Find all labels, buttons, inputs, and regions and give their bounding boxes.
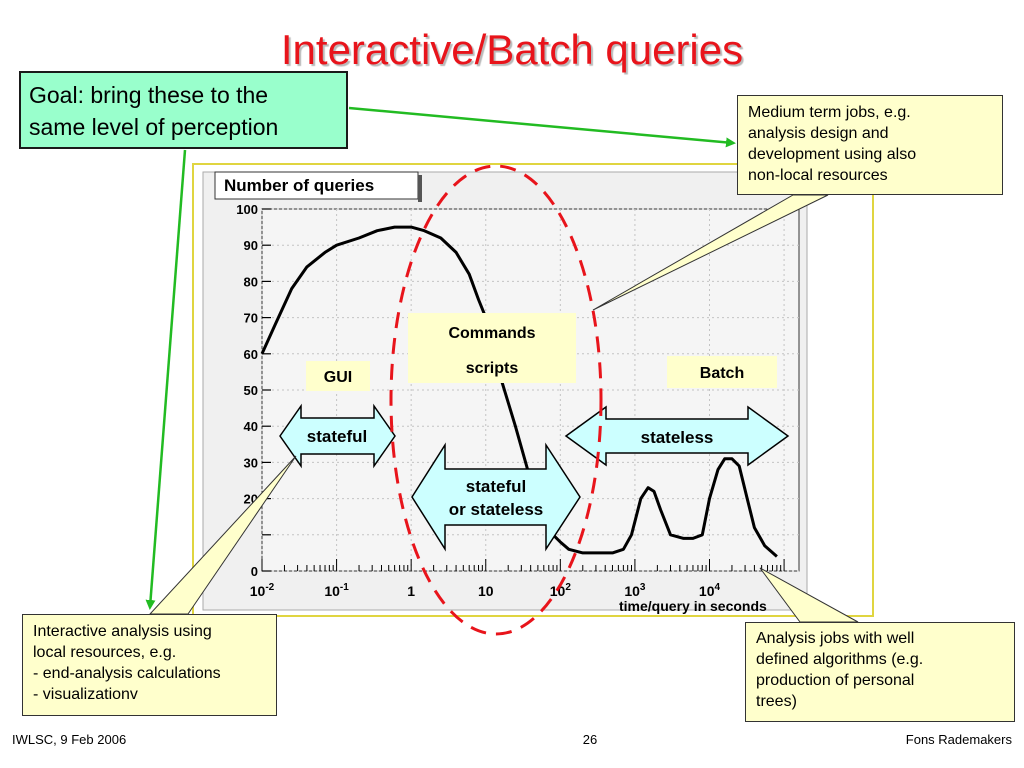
x-axis: 10-210-11101021031045: [250, 559, 787, 599]
chart-title-shadow: [418, 175, 422, 202]
y-tick-label: 70: [244, 311, 258, 326]
commands-label: Commands: [448, 325, 535, 342]
gui-label: GUI: [324, 369, 352, 386]
y-tick-label: 80: [244, 274, 258, 289]
x-tick-label: 10: [478, 583, 494, 599]
interactive-note-line-4: - visualizationv: [33, 686, 138, 703]
analysis-note-line-3: production of personal: [756, 672, 915, 689]
medium-note-line-1: Medium term jobs, e.g.: [748, 104, 911, 121]
x-tick-label: 10-2: [250, 582, 275, 599]
commands-region-ellipse: [389, 164, 603, 636]
stateful-or-stateless-line1: stateful: [466, 477, 526, 496]
analysis-note-line-1: Analysis jobs with well: [756, 630, 915, 647]
y-tick-label: 40: [244, 419, 258, 434]
medium-term-note: Medium term jobs, e.g. analysis design a…: [737, 95, 1003, 195]
y-tick-label: 100: [236, 202, 258, 217]
medium-note-line-2: analysis design and: [748, 125, 889, 142]
slide-title: Interactive/Batch queries: [280, 26, 744, 73]
footer-event: IWLSC, 9 Feb 2006: [12, 732, 127, 747]
x-tick-label: 103: [624, 582, 646, 599]
x-axis-label: time/query in seconds: [619, 598, 767, 614]
interactive-note-line-1: Interactive analysis using: [33, 623, 212, 640]
footer-author: Fons Rademakers: [905, 732, 1012, 747]
goal-line-2: same level of perception: [29, 114, 279, 140]
medium-note-pointer: [592, 194, 829, 311]
stateful-or-stateless-line2: or stateless: [449, 500, 544, 519]
stateful-arrow: [279, 403, 396, 469]
y-tick-label: 30: [244, 455, 258, 470]
medium-note-line-3: development using also: [748, 146, 917, 163]
footer-page-number: 26: [582, 732, 598, 747]
queries-curve: [260, 225, 778, 558]
interactive-note-line-2: local resources, e.g.: [33, 644, 177, 661]
goal-pointer-right: [348, 106, 736, 148]
interactive-analysis-note: Interactive analysis using local resourc…: [22, 614, 277, 716]
gui-label-box: [306, 361, 370, 391]
batch-label: Batch: [700, 365, 744, 382]
interactive-note-line-3: - end-analysis calculations: [33, 665, 221, 682]
stateless-arrow: [564, 405, 790, 467]
goal-pointer-down: [145, 149, 187, 610]
batch-label-box: [667, 356, 777, 388]
stateful-or-stateless-arrow: [411, 442, 581, 552]
x-tick-label: 10-1: [324, 582, 349, 599]
stateless-label: stateless: [641, 428, 714, 447]
analysis-note-line-4: trees): [756, 693, 797, 710]
goal-line-1: Goal: bring these to the: [29, 82, 269, 108]
analysis-jobs-note: Analysis jobs with well defined algorith…: [745, 622, 1015, 722]
scripts-label: scripts: [466, 360, 519, 377]
stateful-label: stateful: [307, 427, 367, 446]
y-tick-label: 90: [244, 238, 258, 253]
commands-label-box: [408, 313, 576, 383]
chart-title-box: [214, 171, 419, 200]
x-tick-label: 104: [699, 582, 721, 599]
medium-note-line-4: non-local resources: [748, 167, 888, 184]
y-tick-label: 50: [244, 383, 258, 398]
goal-box: Goal: bring these to the same level of p…: [19, 71, 348, 149]
y-tick-label: 0: [251, 564, 258, 579]
x-tick-label: 1: [407, 583, 415, 599]
analysis-note-line-2: defined algorithms (e.g.: [756, 651, 924, 668]
y-tick-label: 60: [244, 347, 258, 362]
chart-title: Number of queries: [224, 176, 374, 195]
